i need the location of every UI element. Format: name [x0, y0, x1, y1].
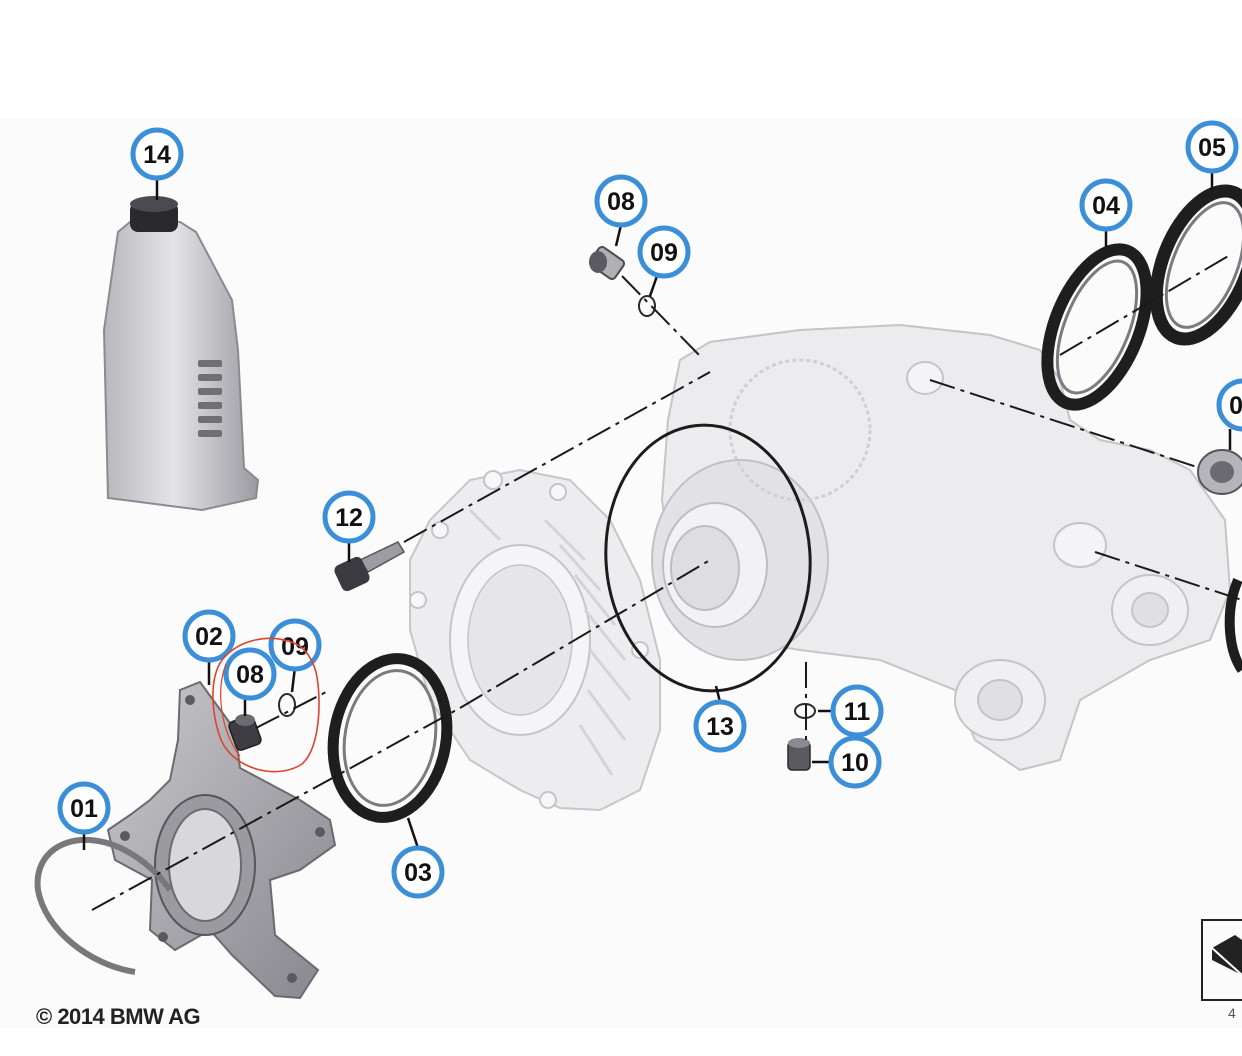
axis-lines	[91, 254, 1242, 911]
callout-14-label: 14	[143, 141, 171, 169]
callout-08-left-label: 08	[236, 661, 264, 689]
callout-11-label: 11	[844, 698, 871, 726]
orientation-symbol	[1201, 919, 1242, 1001]
callout-07: 07	[1216, 378, 1242, 432]
callout-01-label: 01	[70, 795, 98, 823]
callout-01: 01	[57, 781, 111, 835]
callout-08-top: 08	[594, 174, 648, 228]
washer-09-top-part	[638, 295, 656, 317]
housing-cover-part	[409, 468, 661, 812]
callout-05: 05	[1185, 120, 1239, 174]
callout-10: 10	[828, 735, 882, 789]
callout-12: 12	[322, 490, 376, 544]
washer-09-left-part	[278, 693, 296, 717]
callout-04-label: 04	[1092, 192, 1120, 220]
callout-07-label: 07	[1229, 392, 1242, 420]
plug-08-left-part	[228, 714, 262, 751]
plug-07-part	[1197, 449, 1242, 495]
callout-12-label: 12	[335, 504, 363, 532]
callout-02-label: 02	[195, 623, 223, 651]
partial-seal-right-part	[1224, 578, 1242, 673]
callout-09-left: 09	[268, 618, 322, 672]
shaft-seal-05-part	[1149, 184, 1242, 346]
callout-13: 13	[693, 699, 747, 753]
differential-housing-part	[651, 323, 1232, 772]
callout-08-top-label: 08	[607, 188, 635, 216]
callout-03-label: 03	[404, 859, 432, 887]
callout-13-label: 13	[706, 713, 734, 741]
document-number-fragment: 4	[1228, 1005, 1236, 1021]
shaft-seal-04-part	[1041, 243, 1153, 411]
callout-09-left-label: 09	[281, 633, 309, 661]
callout-09-top-label: 09	[650, 239, 678, 267]
callout-11: 11	[830, 684, 884, 738]
callout-03: 03	[391, 845, 445, 899]
copyright-notice: © 2014 BMW AG	[36, 1004, 201, 1029]
bolt-part	[334, 541, 406, 592]
callout-08-left: 08	[223, 647, 277, 701]
shaft-seal-03-part	[327, 653, 453, 823]
hand-drawn-stroke-annotation	[220, 663, 241, 757]
oil-bottle-part	[102, 196, 260, 512]
callout-14: 14	[130, 127, 184, 181]
callout-05-label: 05	[1198, 134, 1226, 162]
leader-lines	[82, 171, 1232, 850]
plug-10-part	[787, 738, 811, 771]
callout-09-top: 09	[637, 225, 691, 279]
callout-02: 02	[182, 609, 236, 663]
callout-04: 04	[1079, 178, 1133, 232]
plug-08-top-part	[588, 245, 626, 281]
callout-10-label: 10	[841, 749, 869, 777]
hand-drawn-circle-annotation	[212, 637, 320, 773]
snap-ring-part	[34, 836, 173, 975]
